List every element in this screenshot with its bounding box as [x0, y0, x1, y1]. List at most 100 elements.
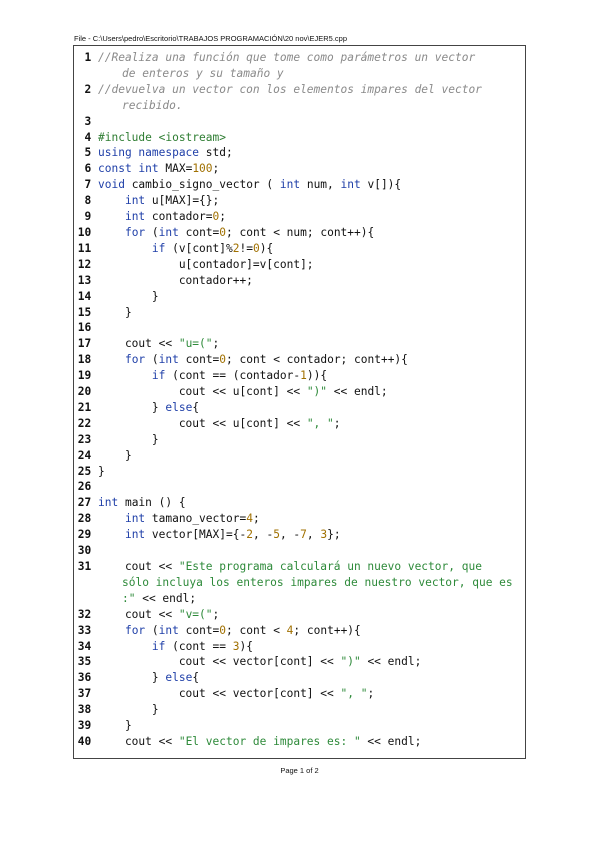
line-number: 28 — [77, 512, 98, 526]
code-line: 9 int contador=0; — [74, 209, 525, 225]
code-line: 15 } — [74, 305, 525, 321]
line-content: cout << "Este programa calculará un nuev… — [98, 559, 525, 575]
code-token: } — [98, 719, 132, 733]
code-token: ( — [145, 225, 159, 239]
code-token: //Realiza una función que tome como pará… — [98, 51, 476, 64]
line-number: 36 — [77, 671, 98, 685]
code-token: << endl; — [360, 655, 422, 669]
line-number: 1 — [84, 51, 98, 64]
code-line: 25 } — [74, 464, 525, 480]
line-number — [74, 591, 98, 607]
code-token: 0 — [212, 210, 220, 224]
line-number: 14 — [77, 289, 98, 303]
code-token: vector[MAX]={- — [145, 528, 247, 542]
line-content: cout << vector[cont] << ")" << endl; — [98, 654, 525, 670]
code-token: 0 — [252, 241, 260, 255]
line-number: 3 — [84, 114, 98, 128]
code-line: 17 cout << "u=("; — [74, 336, 525, 352]
code-line: 16 — [74, 320, 525, 336]
code-token: 3 — [320, 528, 328, 542]
line-number: 27 — [77, 496, 98, 510]
code-token: else — [165, 400, 193, 414]
code-token: cout << vector[cont] << — [98, 687, 341, 701]
code-line: 12 u[contador]=v[cont]; — [74, 257, 525, 273]
code-token: int — [158, 353, 179, 367]
code-token: u[contador]=v[cont]; — [98, 257, 314, 271]
line-number: 19 — [77, 369, 98, 383]
line-content — [98, 543, 525, 559]
line-content: if (cont == 3){ — [98, 639, 525, 655]
code-token: << endl; — [327, 385, 388, 399]
code-line: 24 } — [74, 448, 525, 464]
code-line: 2 //devuelva un vector con los elementos… — [74, 82, 525, 98]
code-token: cout << — [98, 337, 179, 351]
line-number: 32 — [77, 607, 98, 621]
code-token: cout << — [98, 560, 179, 573]
code-line: recibido. — [74, 98, 525, 114]
code-token: cont= — [178, 353, 220, 367]
page-number-footer: Page 1 of 2 — [280, 766, 319, 775]
line-content: cout << vector[cont] << ", "; — [98, 686, 525, 702]
code-token: ; cont < — [226, 623, 287, 637]
line-number: 26 — [77, 480, 98, 494]
code-token — [98, 512, 125, 525]
code-token — [98, 369, 152, 382]
line-content: de enteros y su tamaño y — [98, 66, 525, 82]
code-token: 2 — [246, 528, 253, 542]
code-token: std; — [199, 146, 233, 160]
code-token: } — [98, 464, 105, 478]
code-token: { — [192, 671, 200, 685]
line-number: 34 — [77, 639, 98, 653]
line-content: } — [98, 289, 525, 305]
code-token: int — [158, 225, 179, 239]
code-line: 26 — [74, 479, 525, 495]
code-token: 5 — [273, 528, 280, 542]
code-line: 28 int tamano_vector=4; — [74, 511, 525, 527]
code-line: 27 int main () { — [74, 495, 525, 511]
line-number: 23 — [77, 432, 98, 446]
code-line: 3 — [74, 114, 525, 130]
code-line: :" << endl; — [74, 591, 525, 607]
code-token: ; — [212, 162, 220, 176]
line-content: } — [98, 702, 525, 718]
line-number: 2 — [84, 82, 98, 96]
code-line: 13 contador++; — [74, 273, 525, 289]
line-content: } else{ — [98, 670, 525, 686]
code-listing: 1 //Realiza una función que tome como pa… — [74, 50, 525, 750]
code-token: ( — [145, 623, 159, 637]
code-line: de enteros y su tamaño y — [74, 66, 525, 82]
line-number: 22 — [77, 416, 98, 430]
code-token: tamano_vector= — [145, 512, 247, 526]
code-token: << endl; — [360, 734, 422, 748]
line-number: 9 — [84, 210, 98, 224]
line-content: int contador=0; — [98, 209, 525, 225]
line-content: void cambio_signo_vector ( int num, int … — [98, 177, 525, 193]
line-number: 25 — [77, 464, 98, 478]
code-token: 0 — [219, 623, 227, 637]
code-token — [98, 353, 125, 366]
code-token: "v=(" — [178, 607, 213, 621]
line-number: 12 — [77, 257, 98, 271]
code-token: } — [98, 671, 166, 685]
code-token: cout << u[cont] << — [98, 416, 307, 430]
line-content: } — [98, 448, 525, 464]
code-token: ")" — [306, 385, 328, 399]
code-line: 6 const int MAX=100; — [74, 161, 525, 177]
code-token — [98, 210, 125, 223]
file-path-header: File - C:\Users\pedro\Escritorio\TRABAJO… — [74, 34, 347, 43]
line-content: cout << u[cont] << ", "; — [98, 416, 525, 432]
code-token: ; cont++){ — [293, 623, 361, 637]
line-number: 5 — [84, 146, 98, 160]
line-number: 21 — [77, 400, 98, 414]
code-token: for — [124, 225, 146, 239]
code-token — [98, 640, 152, 653]
code-token: int — [124, 512, 146, 526]
code-line: 35 cout << vector[cont] << ")" << endl; — [74, 654, 525, 670]
code-token: 2 — [232, 241, 240, 255]
code-token: using namespace — [98, 146, 200, 160]
line-content: using namespace std; — [98, 145, 525, 161]
code-line: 34 if (cont == 3){ — [74, 639, 525, 655]
code-token: } — [98, 432, 159, 446]
code-line: 32 cout << "v=("; — [74, 607, 525, 623]
line-number: 35 — [77, 655, 98, 669]
